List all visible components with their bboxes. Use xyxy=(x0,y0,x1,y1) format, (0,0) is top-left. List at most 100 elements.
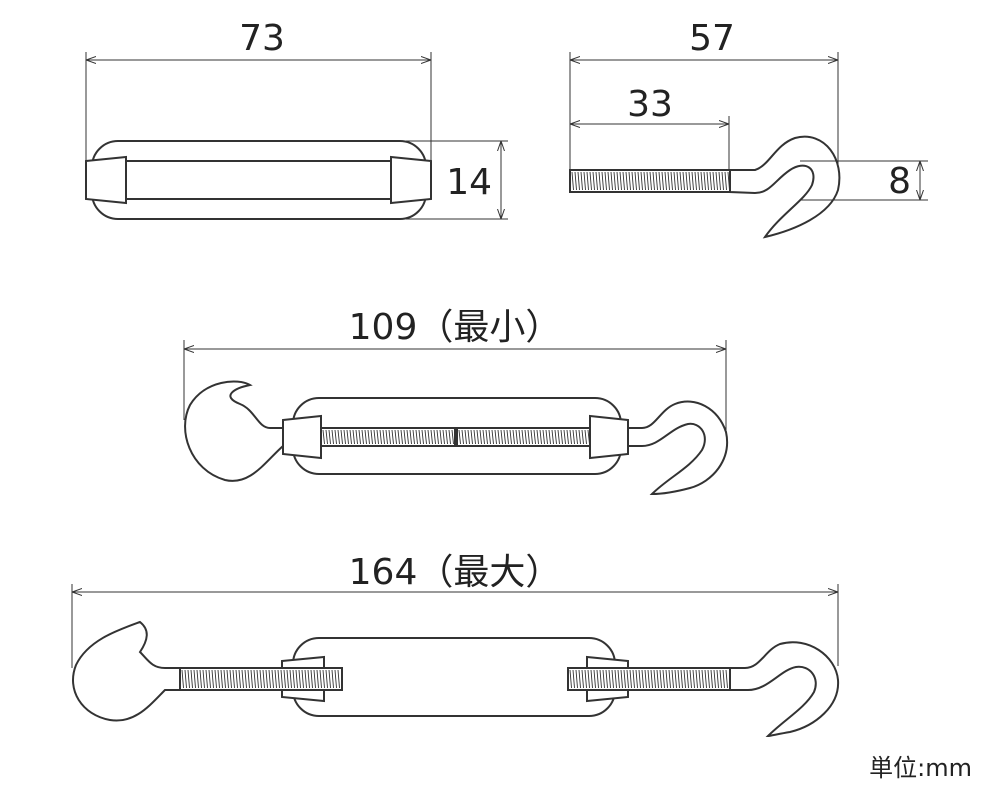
thread-line xyxy=(587,429,590,445)
thread-line xyxy=(494,429,497,445)
thread-line xyxy=(304,669,307,689)
thread-line xyxy=(722,669,725,689)
thread-line xyxy=(346,429,349,445)
thread-line xyxy=(500,429,503,445)
thread-line xyxy=(530,429,533,445)
thread-line xyxy=(292,669,295,689)
thread-line xyxy=(310,669,313,689)
thread-line xyxy=(415,429,418,445)
thread-line xyxy=(473,429,476,445)
thread-line xyxy=(631,171,634,191)
hook-right xyxy=(627,400,729,496)
thread-line xyxy=(712,171,715,191)
thread-line xyxy=(551,429,554,445)
thread-line xyxy=(718,171,721,191)
thread-line xyxy=(184,669,187,689)
thread-line xyxy=(580,171,583,191)
thread-line xyxy=(524,429,527,445)
thread-line xyxy=(289,669,292,689)
thread-line xyxy=(340,429,343,445)
thread-line xyxy=(202,669,205,689)
thread-line xyxy=(628,171,631,191)
thread-line xyxy=(577,171,580,191)
thread-line xyxy=(190,669,193,689)
thread-line xyxy=(572,429,575,445)
thread-line xyxy=(658,171,661,191)
hook-view: 57 33 8 xyxy=(569,18,928,239)
thread-line xyxy=(193,669,196,689)
thread-line xyxy=(322,429,325,445)
thread-line xyxy=(247,669,250,689)
thread-line xyxy=(367,429,370,445)
thread-line xyxy=(587,669,590,689)
thread-line xyxy=(602,669,605,689)
thread-line xyxy=(244,669,247,689)
thread-line xyxy=(376,429,379,445)
thread-line xyxy=(388,429,391,445)
thread-line xyxy=(596,669,599,689)
thread-line xyxy=(706,171,709,191)
thread-line xyxy=(721,171,724,191)
thread-line xyxy=(574,171,577,191)
thread-line xyxy=(619,171,622,191)
thread-line xyxy=(578,669,581,689)
thread-line xyxy=(640,171,643,191)
thread-line xyxy=(607,171,610,191)
thread-line xyxy=(253,669,256,689)
thread-line xyxy=(448,429,451,445)
thread-line xyxy=(605,669,608,689)
thread-line xyxy=(701,669,704,689)
thread-line xyxy=(488,429,491,445)
thread-line xyxy=(479,429,482,445)
thread-line xyxy=(430,429,433,445)
thread-line xyxy=(436,429,439,445)
thread-pattern xyxy=(569,669,728,689)
thread-line xyxy=(334,429,337,445)
thread-line xyxy=(187,669,190,689)
thread-line xyxy=(205,669,208,689)
thread-line xyxy=(616,171,619,191)
thread-line xyxy=(713,669,716,689)
thread-line xyxy=(581,669,584,689)
thread-line xyxy=(649,171,652,191)
thread-pattern xyxy=(322,429,454,445)
thread-line xyxy=(697,171,700,191)
thread-line xyxy=(412,429,415,445)
thread-line xyxy=(503,429,506,445)
thread-line xyxy=(586,171,589,191)
thread-line xyxy=(427,429,430,445)
thread-line xyxy=(298,669,301,689)
thread-line xyxy=(238,669,241,689)
thread-pattern xyxy=(181,669,340,689)
thread-line xyxy=(295,669,298,689)
thread-line xyxy=(458,429,461,445)
thread-line xyxy=(643,171,646,191)
thread-line xyxy=(536,429,539,445)
thread-line xyxy=(421,429,424,445)
thread-line xyxy=(400,429,403,445)
thread-line xyxy=(632,669,635,689)
thread-line xyxy=(646,171,649,191)
thread-line xyxy=(445,429,448,445)
thread-line xyxy=(397,429,400,445)
thread-line xyxy=(584,429,587,445)
thread-line xyxy=(566,429,569,445)
thread-line xyxy=(476,429,479,445)
thread-line xyxy=(512,429,515,445)
body-end-nut-right xyxy=(589,414,629,460)
thread-line xyxy=(560,429,563,445)
thread-line xyxy=(673,171,676,191)
thread-line xyxy=(506,429,509,445)
thread-line xyxy=(361,429,364,445)
thread-line xyxy=(620,669,623,689)
thread-line xyxy=(682,171,685,191)
thread-line xyxy=(622,171,625,191)
thread-line xyxy=(403,429,406,445)
thread-line xyxy=(634,171,637,191)
thread-line xyxy=(670,171,673,191)
thread-line xyxy=(196,669,199,689)
thread-line xyxy=(515,429,518,445)
thread-line xyxy=(604,171,607,191)
thread-line xyxy=(542,429,545,445)
thread-line xyxy=(467,429,470,445)
